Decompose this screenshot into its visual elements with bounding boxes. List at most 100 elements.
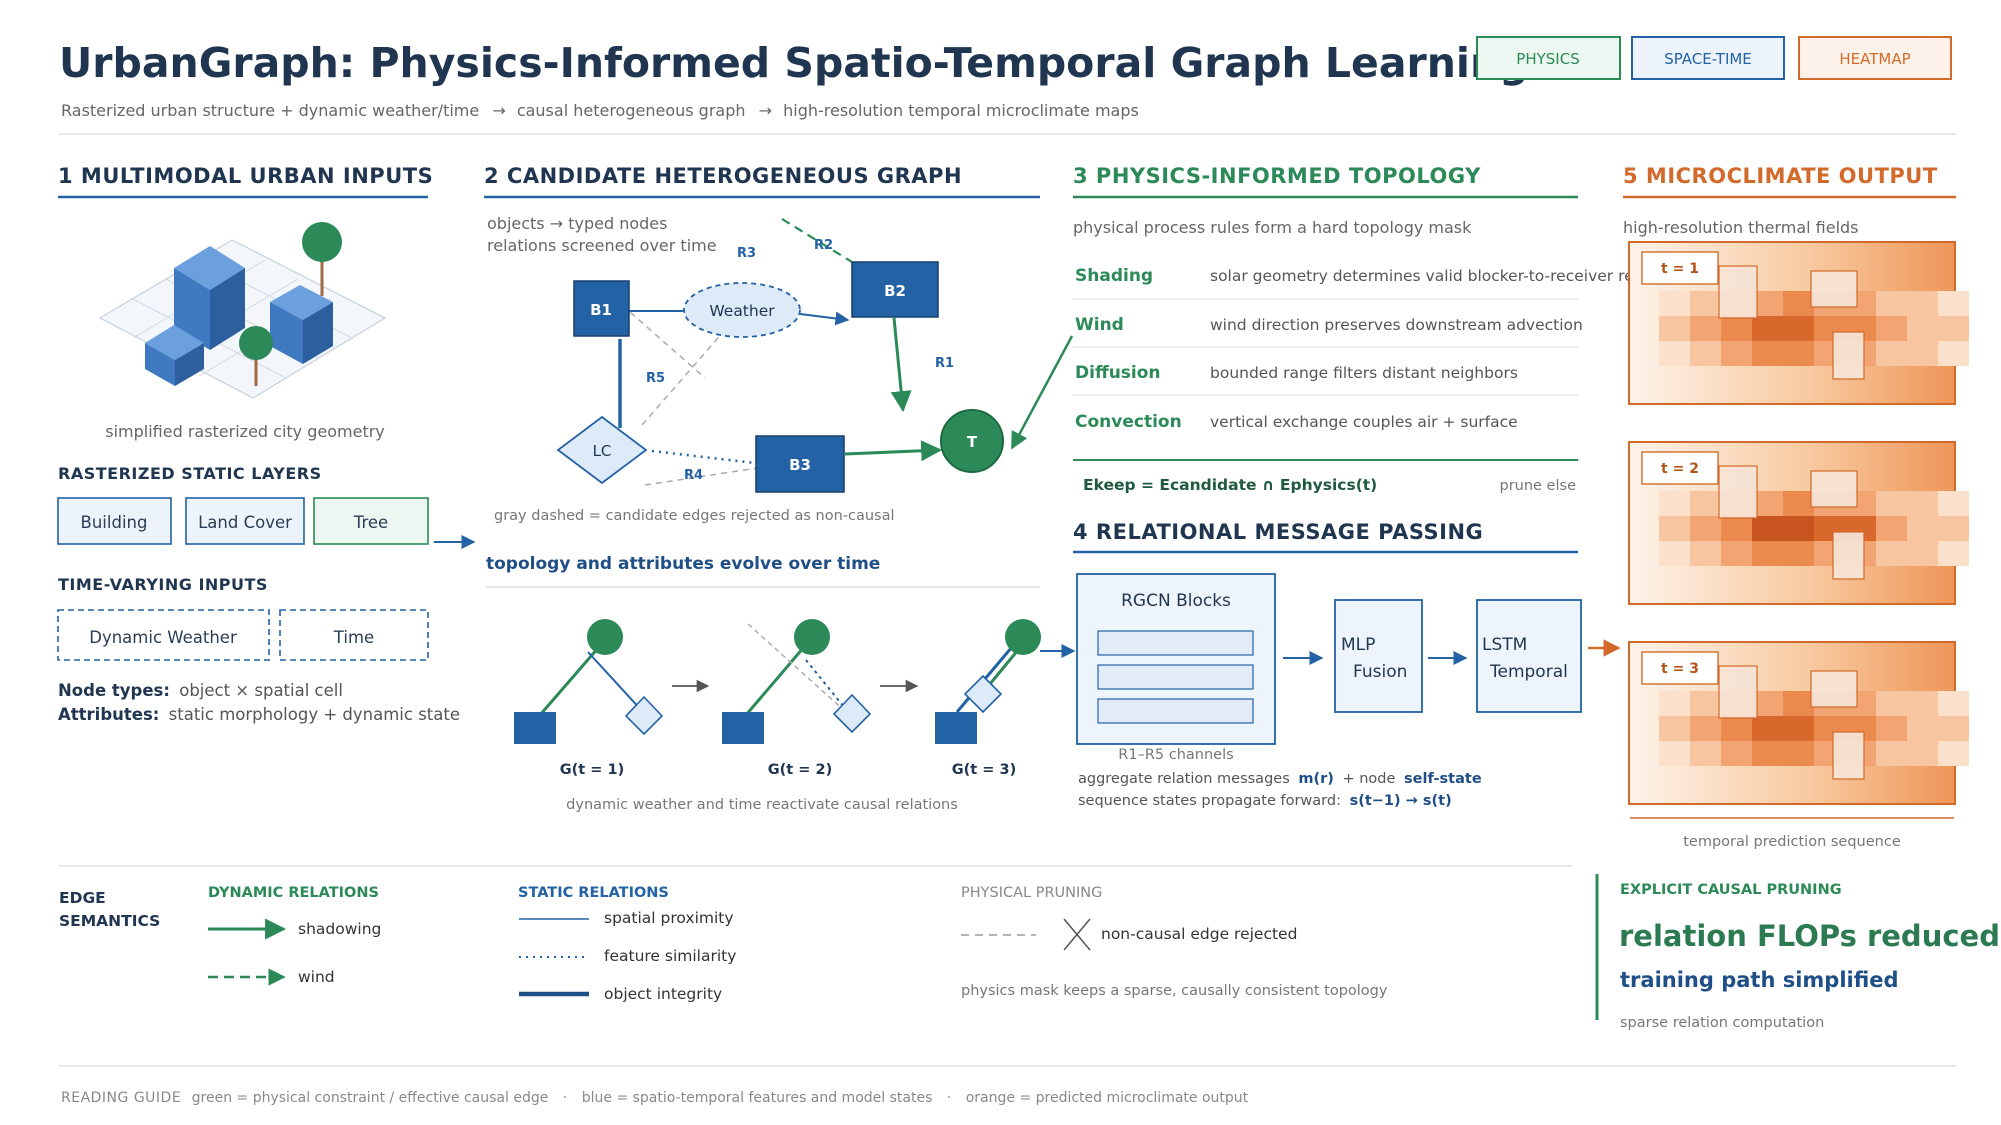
attributes-line: Attributes: static morphology + dynamic … [58, 705, 460, 724]
physical-pruning-heading: PHYSICAL PRUNING [961, 885, 1102, 901]
rule-convection-desc: vertical exchange couples air + surface [1210, 413, 1518, 431]
building-footprint [1718, 465, 1758, 519]
heat-cell [1876, 516, 1907, 541]
heat-cell [1907, 316, 1938, 341]
aggregate-line: aggregate relation messages m(r) + node … [1078, 771, 1482, 787]
node-b1-label: B1 [590, 301, 612, 319]
layer-building-label: Building [81, 513, 148, 532]
heat-cell [1783, 541, 1814, 566]
heat-cell [1659, 716, 1690, 741]
tag-physics: PHYSICS [1476, 36, 1621, 80]
edge-r3-label: R3 [737, 246, 756, 261]
section-5-heading: 5 MICROCLIMATE OUTPUT [1623, 164, 1938, 188]
node-b1 [573, 280, 630, 337]
sequence-line: sequence states propagate forward: s(t−1… [1078, 793, 1452, 809]
rgcn-label: RGCN Blocks [1121, 591, 1231, 611]
heat-cell [1783, 291, 1814, 316]
rule-diffusion-name: Diffusion [1075, 363, 1161, 383]
frame-time-tag [1641, 251, 1719, 285]
city-illustration [98, 222, 387, 399]
attributes-value: static morphology + dynamic state [169, 705, 460, 724]
heatmap-frames: t = 1 t = 2 t = 3 [1628, 241, 1969, 805]
aggregate-self-state: self-state [1404, 771, 1482, 787]
frame-time-label: t = 1 [1661, 261, 1699, 277]
snapshot-t1-label: G(t = 1) [560, 762, 624, 778]
snapshot-t1 [514, 619, 664, 744]
heat-cell [1690, 316, 1721, 341]
physics-rules-table: Shading solar geometry determines valid … [1073, 266, 1654, 432]
tag-physics-label: PHYSICS [1516, 50, 1579, 68]
heat-cell [1721, 316, 1752, 341]
evolve-heading: topology and attributes evolve over time [486, 554, 880, 574]
fusion-label: Fusion [1353, 662, 1407, 682]
prune-else: prune else [1499, 478, 1576, 494]
heat-cell [1876, 316, 1907, 341]
heat-cell [1876, 541, 1907, 566]
building-footprint [1718, 665, 1758, 719]
heat-cell [1752, 741, 1783, 766]
edge-r4-label: R4 [684, 468, 703, 483]
building-footprint [1832, 731, 1865, 780]
heatmap-frame-2: t = 2 [1628, 441, 1969, 605]
edge-r2-wind [781, 218, 853, 263]
time-inputs-heading: TIME-VARYING INPUTS [58, 575, 268, 594]
rule-wind-desc: wind direction preserves downstream adve… [1210, 316, 1583, 334]
node-t [940, 409, 1004, 473]
sequence-state: s(t−1) → s(t) [1350, 793, 1452, 809]
rejected-edge-1 [621, 304, 706, 379]
input-dynamic-weather: Dynamic Weather [57, 609, 270, 661]
training-simplified: training path simplified [1620, 968, 1899, 992]
heat-cell [1938, 516, 1969, 541]
heat-cell [1752, 316, 1783, 341]
legend-shadowing-label: shadowing [298, 920, 381, 938]
heat-cell [1783, 716, 1814, 741]
building-footprint [1718, 265, 1758, 319]
edge-r1-label: R1 [935, 356, 954, 371]
heat-cell [1938, 491, 1969, 516]
heat-cell [1721, 716, 1752, 741]
building-footprint [1810, 470, 1858, 508]
heat-cell [1907, 541, 1938, 566]
output-intro: high-resolution thermal fields [1623, 218, 1859, 237]
heat-cell [1876, 491, 1907, 516]
input-time: Time [279, 609, 429, 661]
static-layers-heading: RASTERIZED STATIC LAYERS [58, 464, 322, 483]
input-dynamic-weather-label: Dynamic Weather [89, 628, 237, 647]
heat-cell [1659, 541, 1690, 566]
node-weather-label: Weather [709, 302, 775, 320]
heat-cell [1690, 291, 1721, 316]
rule-wind-name: Wind [1075, 315, 1124, 335]
heat-cell [1690, 491, 1721, 516]
building-block-small [145, 325, 204, 386]
legend-wind-label: wind [298, 968, 335, 986]
lstm-label: LSTM [1482, 635, 1527, 655]
edge-weather-b2 [799, 311, 850, 326]
heat-cell [1659, 691, 1690, 716]
heat-cell [1659, 491, 1690, 516]
output-caption: temporal prediction sequence [1683, 834, 1901, 850]
rule-diffusion-desc: bounded range filters distant neighbors [1210, 364, 1518, 382]
tag-space-time: SPACE-TIME [1631, 36, 1785, 80]
explicit-pruning-heading: EXPLICIT CAUSAL PRUNING [1620, 882, 1842, 898]
node-b2 [851, 261, 939, 318]
reading-guide-orange: orange = predicted microclimate output [966, 1090, 1249, 1106]
subtitle-arrow-1: → [492, 101, 505, 120]
heat-cell [1938, 341, 1969, 366]
layer-tree-label: Tree [353, 513, 388, 532]
frame-time-tag [1641, 651, 1719, 685]
heatmap-frame-3: t = 3 [1628, 641, 1969, 805]
heat-cell [1907, 691, 1938, 716]
node-b3 [755, 435, 845, 493]
building-block-right [270, 285, 333, 364]
heat-cell [1783, 741, 1814, 766]
rgcn-block: RGCN Blocks [1076, 573, 1276, 745]
heat-cell [1938, 741, 1969, 766]
frame-time-label: t = 2 [1661, 461, 1699, 477]
candidate-graph: R2 R3 R5 R4 R1 B1 Weather B2 LC B3 T [556, 218, 1004, 493]
layer-building: Building [57, 497, 172, 545]
heat-cell [1938, 291, 1969, 316]
building-footprint [1832, 531, 1865, 580]
heat-cell [1690, 741, 1721, 766]
layer-tree: Tree [313, 497, 429, 545]
